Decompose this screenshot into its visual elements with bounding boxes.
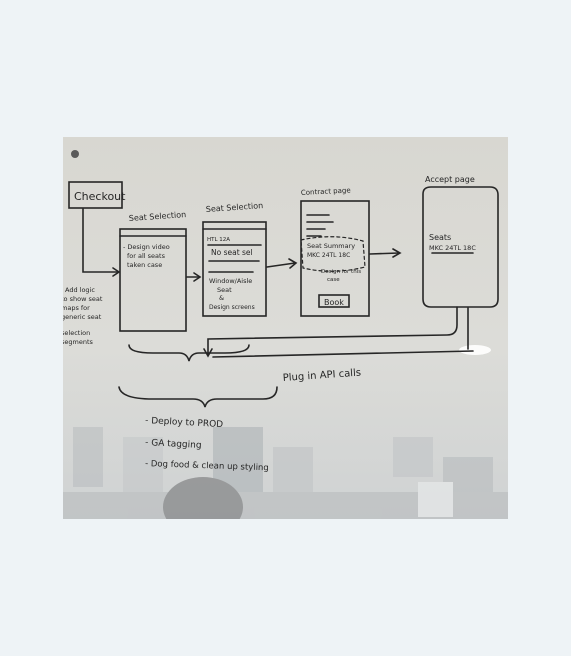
seat-selection-2-line-4: Seat bbox=[217, 286, 232, 294]
left-notes: Add logic to show seat maps for generic … bbox=[63, 286, 103, 346]
left-note-5: selection bbox=[63, 329, 90, 337]
accept-seats-value: MKC 24TL 18C bbox=[429, 244, 476, 252]
contract-page-title: Contract page bbox=[301, 186, 351, 197]
seat-selection-2-title: Seat Selection bbox=[206, 201, 264, 214]
seat-selection-2-line-6: Design screens bbox=[209, 304, 255, 311]
book-button-box bbox=[318, 294, 350, 308]
checkout-connector bbox=[82, 208, 119, 273]
seat-selection-2-line-5: & bbox=[219, 294, 224, 302]
seat-selection-1-title: Seat Selection bbox=[129, 210, 187, 223]
contract-design-note-1: Design for this bbox=[321, 269, 361, 275]
board-magnet bbox=[71, 150, 79, 158]
seat-selection-1-note-3: taken case bbox=[127, 261, 162, 269]
seat-selection-2-box bbox=[202, 221, 267, 317]
contract-page-box bbox=[300, 200, 370, 317]
seat-selection-1-note-2: for all seats bbox=[127, 252, 166, 260]
left-note-3: maps for bbox=[63, 304, 90, 312]
seat-selection-2-line-2: No seat sel bbox=[211, 248, 253, 257]
contract-seat-summary: Seat Summary bbox=[307, 242, 355, 250]
whiteboard-svg: Checkout Seat Selection - Design video f… bbox=[63, 137, 508, 519]
contract-design-note-2: case bbox=[327, 277, 340, 283]
left-note-6: segments bbox=[63, 338, 94, 346]
contract-seats-value: MKC 24TL 18C bbox=[307, 252, 350, 259]
reflections bbox=[63, 427, 508, 519]
todo-3: - Dog food & clean up styling bbox=[145, 459, 269, 473]
left-note-2: to show seat bbox=[63, 295, 103, 303]
accept-page-box bbox=[422, 186, 499, 308]
upper-brace bbox=[128, 344, 250, 362]
checkout-label: Checkout bbox=[74, 190, 126, 203]
checkout-box bbox=[68, 181, 123, 209]
seat-selection-2-line-3: Window/Aisle bbox=[209, 277, 252, 285]
seat-selection-1-box bbox=[119, 228, 187, 332]
light-glare bbox=[459, 345, 491, 355]
api-note: Plug in API calls bbox=[282, 368, 361, 384]
accept-seats-label: Seats bbox=[429, 233, 451, 242]
todo-2: - GA tagging bbox=[145, 438, 202, 451]
todo-1: - Deploy to PROD bbox=[145, 416, 224, 430]
lower-brace bbox=[118, 386, 278, 408]
left-note-4: generic seat bbox=[63, 313, 102, 321]
seat-selection-2-line-1: HTL 12A bbox=[207, 237, 230, 243]
accept-page-title: Accept page bbox=[425, 175, 475, 184]
left-note-1: Add logic bbox=[65, 286, 95, 294]
seat-selection-1-note-1: - Design video bbox=[123, 243, 170, 251]
contract-book-label: Book bbox=[324, 298, 344, 307]
whiteboard-photo: Checkout Seat Selection - Design video f… bbox=[63, 137, 508, 519]
